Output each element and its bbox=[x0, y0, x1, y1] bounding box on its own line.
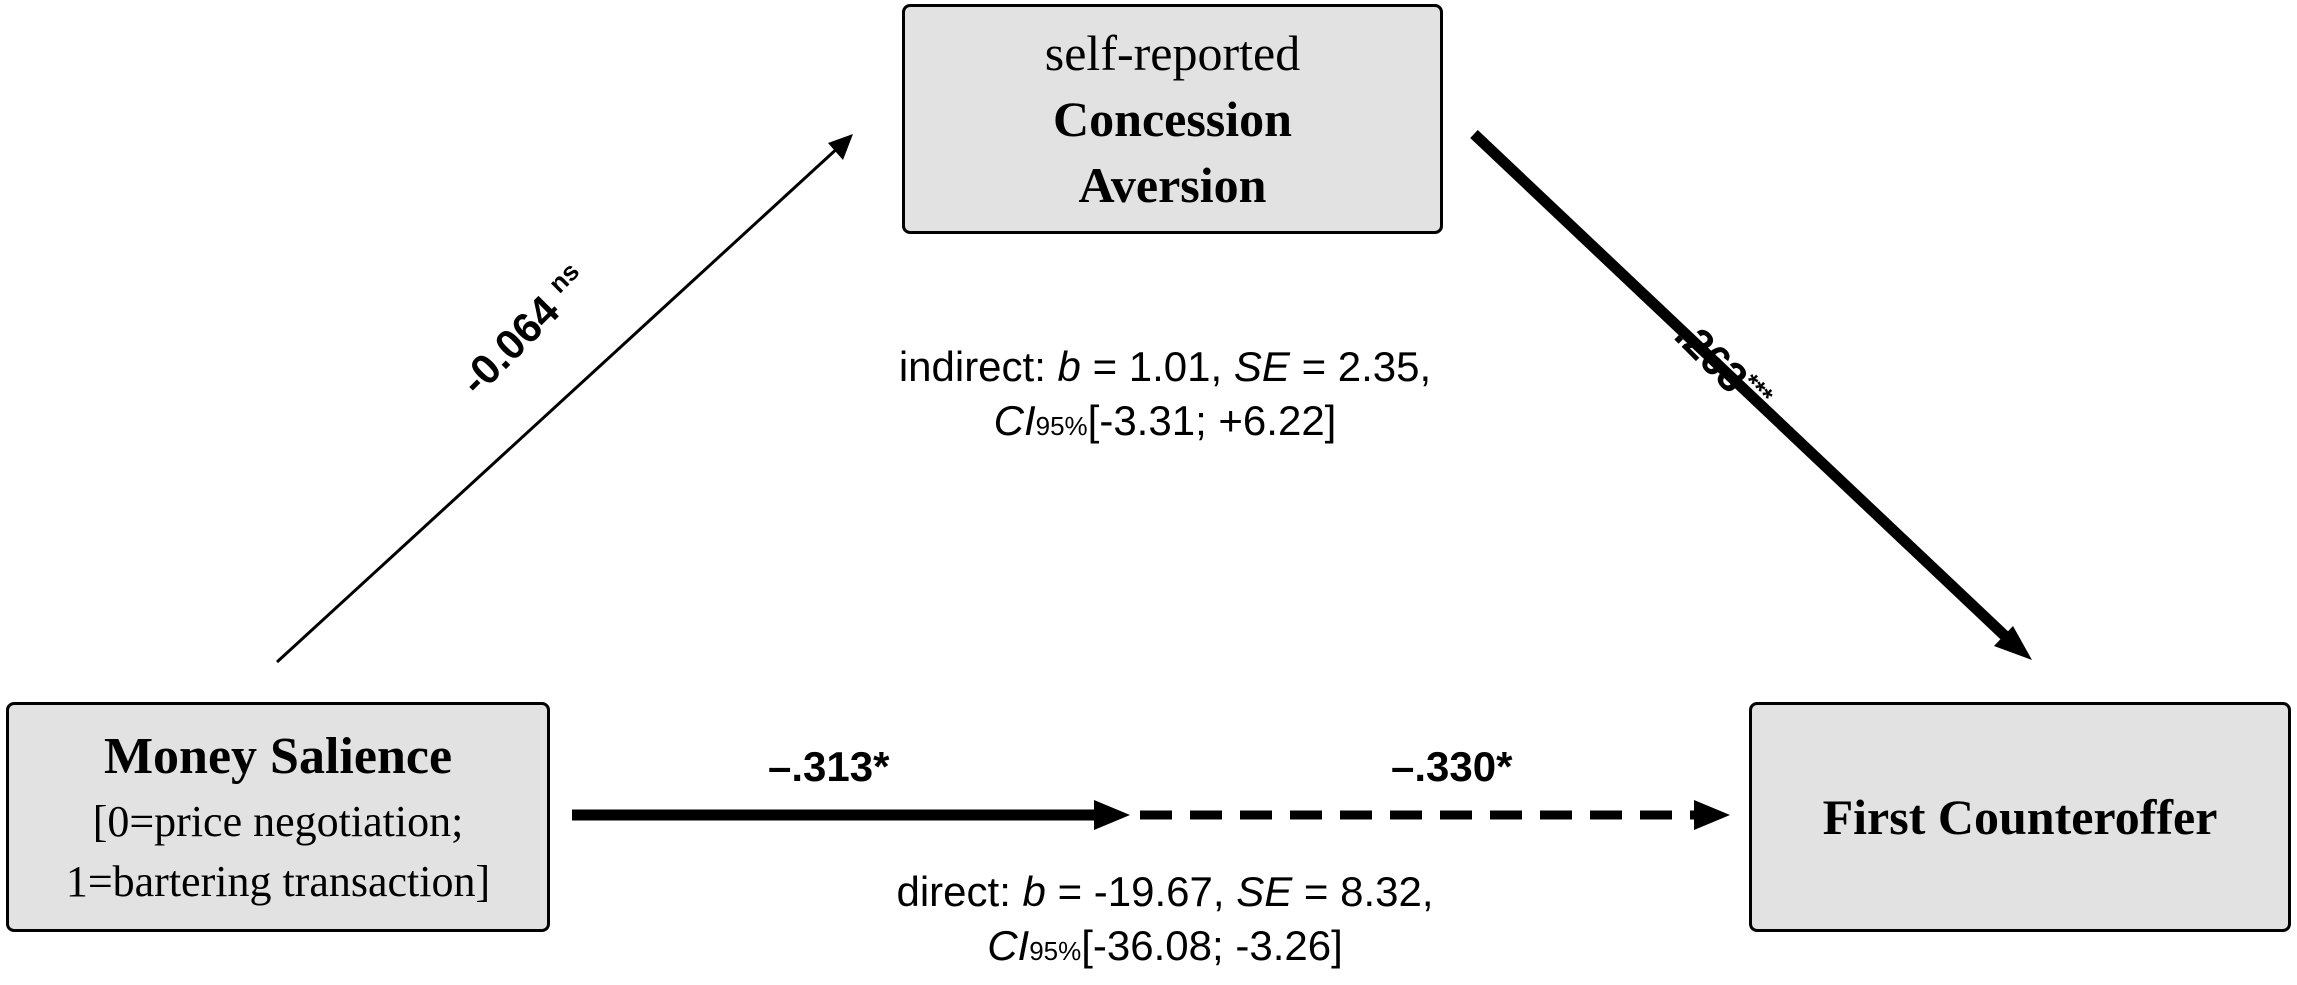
direct-ci-sub: 95% bbox=[1029, 936, 1082, 966]
indirect-ci-value: [-3.31; +6.22] bbox=[1087, 397, 1337, 444]
path-b-arrow bbox=[1470, 130, 2032, 660]
predictor-box: Money Salience [0=price negotiation; 1=b… bbox=[6, 702, 550, 932]
indirect-label: indirect: bbox=[898, 343, 1046, 390]
indirect-effect-text: indirect: b = 1.01, SE = 2.35, CI95%[-3.… bbox=[855, 340, 1475, 453]
outcome-title: First Counteroffer bbox=[1822, 789, 2218, 845]
mediator-title-line2: Aversion bbox=[1078, 157, 1267, 213]
path-c-direct-coefficient: –.330* bbox=[1391, 743, 1513, 790]
indirect-b-symbol: b bbox=[1057, 343, 1081, 390]
mediator-box: self-reported Concession Aversion bbox=[902, 4, 1443, 234]
indirect-effect-line2: CI95%[-3.31; +6.22] bbox=[855, 394, 1475, 453]
indirect-se-value: = 2.35, bbox=[1301, 343, 1432, 390]
indirect-ci-sub: 95% bbox=[1035, 411, 1088, 441]
path-a-arrow bbox=[275, 134, 853, 664]
direct-label: direct: bbox=[896, 868, 1011, 915]
path-c-direct-arrow bbox=[1140, 800, 1730, 830]
direct-se-symbol: SE bbox=[1236, 868, 1293, 915]
direct-effect-text: direct: b = -19.67, SE = 8.32, CI95%[-36… bbox=[845, 865, 1485, 978]
indirect-b-value: = 1.01, bbox=[1092, 343, 1223, 390]
direct-se-value: = 8.32, bbox=[1303, 868, 1434, 915]
indirect-ci-symbol: CI bbox=[993, 397, 1036, 444]
direct-ci-value: [-36.08; -3.26] bbox=[1081, 922, 1343, 969]
path-c-total-arrow bbox=[572, 800, 1130, 830]
predictor-line2: 1=bartering transaction] bbox=[65, 857, 491, 906]
direct-ci-symbol: CI bbox=[987, 922, 1030, 969]
predictor-title: Money Salience bbox=[103, 728, 453, 785]
predictor-line1: [0=price negotiation; bbox=[92, 797, 464, 846]
outcome-box: First Counteroffer bbox=[1749, 702, 2291, 932]
mediator-title-line1: Concession bbox=[1053, 91, 1292, 147]
direct-effect-line1: direct: b = -19.67, SE = 8.32, bbox=[845, 865, 1485, 919]
direct-effect-line2: CI95%[-36.08; -3.26] bbox=[845, 919, 1485, 978]
direct-b-symbol: b bbox=[1022, 868, 1046, 915]
direct-b-value: = -19.67, bbox=[1057, 868, 1225, 915]
indirect-se-symbol: SE bbox=[1233, 343, 1290, 390]
path-c-total-coefficient: –.313* bbox=[768, 743, 890, 790]
indirect-effect-line1: indirect: b = 1.01, SE = 2.35, bbox=[855, 340, 1475, 394]
mediator-prefix: self-reported bbox=[1044, 25, 1301, 81]
